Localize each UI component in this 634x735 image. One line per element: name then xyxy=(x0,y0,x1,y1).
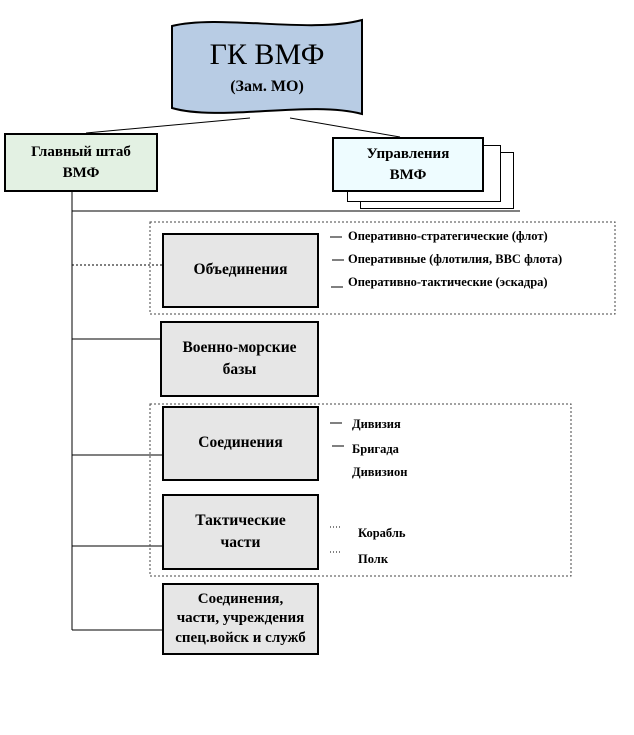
banner-title: ГК ВМФ xyxy=(209,38,325,71)
main-staff-line2: ВМФ xyxy=(62,164,100,181)
obedineniya-type-3: Оперативно-тактические (эскадра) xyxy=(348,275,548,289)
banner-subtitle: (Зам. МО) xyxy=(230,78,304,95)
tactical-units-line2: части xyxy=(220,534,261,551)
connector-gk-to-upr xyxy=(289,117,401,138)
naval-bases-line2: базы xyxy=(222,361,257,378)
directorates-line2: ВМФ xyxy=(389,166,427,183)
tactical-type-1: Корабль xyxy=(358,526,406,540)
special-troops-line3: спец.войск и служб xyxy=(175,629,306,646)
gk-vmf-banner: ГК ВМФ (Зам. МО) xyxy=(170,18,364,118)
special-troops-line2: части, учреждения xyxy=(176,610,305,627)
group-frame-obedineniya xyxy=(149,221,616,315)
tactical-type-2: Полк xyxy=(358,552,389,566)
special-troops-line1: Соединения, xyxy=(197,590,284,607)
soedineniya-type-3: Дивизион xyxy=(352,465,408,479)
banner-shape xyxy=(171,18,363,116)
obedineniya-box: Объединения xyxy=(162,233,319,308)
tactical-units-line1: Тактические xyxy=(195,511,286,529)
naval-bases-line1: Военно-морские xyxy=(182,338,297,356)
soedineniya-box: Соединения xyxy=(162,406,319,481)
directorates-line1: Управления xyxy=(366,146,450,163)
obedineniya-type-1: Оперативно-стратегические (флот) xyxy=(348,229,548,243)
soedineniya-label: Соединения xyxy=(198,434,283,452)
directorates-box: Управления ВМФ xyxy=(332,137,484,192)
soedineniya-type-2: Бригада xyxy=(352,442,399,456)
main-staff-box: Главный штаб ВМФ xyxy=(4,133,158,192)
connector-gk-to-staff xyxy=(85,117,251,134)
naval-bases-box: Военно-морские базы xyxy=(160,321,319,397)
soedineniya-type-1: Дивизия xyxy=(352,417,401,431)
obedineniya-type-2: Оперативные (флотилия, ВВС флота) xyxy=(348,252,563,266)
special-troops-box: Соединения, части, учреждения спец.войск… xyxy=(162,583,319,655)
group-frame-soedineniya xyxy=(149,403,572,577)
tactical-units-box: Тактические части xyxy=(162,494,319,570)
main-staff-line1: Главный штаб xyxy=(31,144,131,161)
obedineniya-label: Объединения xyxy=(193,261,288,279)
